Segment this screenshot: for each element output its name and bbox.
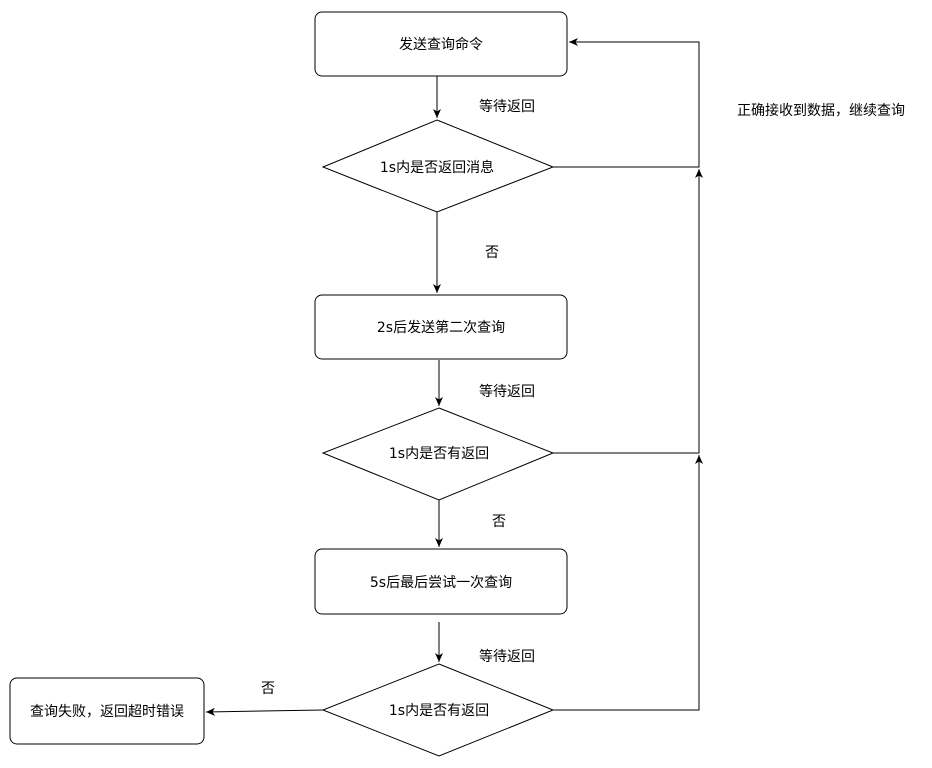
- decision-check-1: 1s内是否返回消息: [321, 119, 555, 213]
- decision-check-2: 1s内是否有返回: [321, 407, 555, 501]
- process-send-query: 发送查询命令: [314, 11, 568, 77]
- decision-check-1-label: 1s内是否返回消息: [380, 159, 494, 176]
- edges: [205, 38, 703, 716]
- edge-labels: 等待返回 否 等待返回 否 等待返回 否 正确接收到数据，继续查询: [261, 98, 905, 697]
- decision-check-2-label: 1s内是否有返回: [389, 446, 489, 462]
- edge-label-wait-2: 等待返回: [479, 383, 535, 400]
- edge-check3-return: [553, 455, 703, 711]
- decision-check-3-label: 1s内是否有返回: [389, 703, 489, 719]
- process-second-query: 2s后发送第二次查询: [314, 294, 568, 360]
- process-fail-label: 查询失败，返回超时错误: [30, 704, 184, 720]
- process-fail: 查询失败，返回超时错误: [9, 677, 205, 745]
- edge-label-no-2: 否: [492, 514, 506, 530]
- edge-label-no-3: 否: [261, 681, 275, 697]
- process-second-query-label: 2s后发送第二次查询: [377, 319, 505, 336]
- process-last-query-label: 5s后最后尝试一次查询: [370, 575, 512, 591]
- edge-label-success: 正确接收到数据，继续查询: [737, 102, 905, 119]
- edge-check1-return: [553, 38, 700, 168]
- nodes: 发送查询命令 1s内是否返回消息 2s后发送第二次查询 1s内是否有返回 5s后…: [9, 11, 568, 757]
- decision-check-3: 1s内是否有返回: [321, 663, 555, 757]
- edge-check2-return: [553, 169, 703, 454]
- edge-check3-to-fail: [205, 707, 324, 716]
- edge-label-wait-1: 等待返回: [479, 98, 535, 115]
- edge-label-no-1: 否: [485, 245, 499, 261]
- edge-label-wait-3: 等待返回: [479, 648, 535, 665]
- process-send-query-label: 发送查询命令: [399, 36, 483, 53]
- process-last-query: 5s后最后尝试一次查询: [314, 548, 568, 615]
